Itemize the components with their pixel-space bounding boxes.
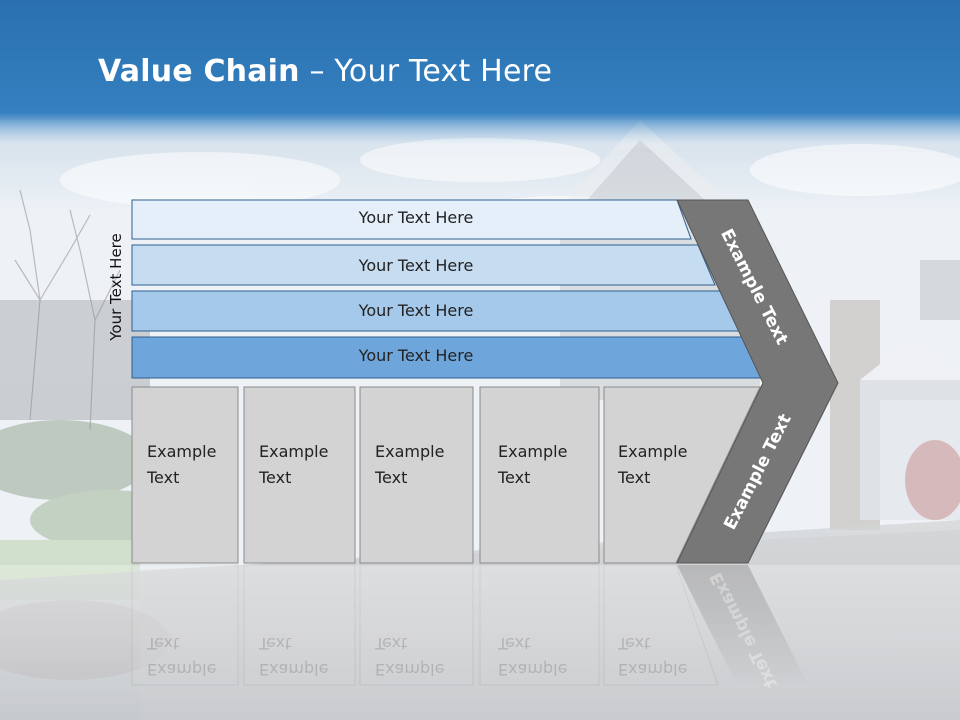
column-label-1: Example Text [147, 442, 217, 487]
column-box-4 [479, 386, 600, 564]
row-bar-2 [131, 244, 716, 286]
row-bar-1 [131, 199, 692, 240]
column-box-3 [359, 386, 474, 564]
row-label-4: Your Text Here [358, 346, 474, 365]
slide-title: Value Chain – Your Text Here [98, 54, 552, 89]
row-label-2: Your Text Here [358, 256, 474, 275]
column-reflection-1: Example Text [147, 634, 217, 679]
column-box-5 [603, 386, 761, 564]
column-reflection-3: Example Text [375, 634, 445, 679]
row-label-1: Your Text Here [358, 208, 474, 227]
column-box-1 [131, 386, 239, 564]
slide-title-rest: – Your Text Here [299, 54, 553, 89]
column-label-3: Example Text [375, 442, 445, 487]
column-label-5: Example Text [618, 442, 688, 487]
column-reflection-2: Example Text [259, 634, 329, 679]
column-box-2 [243, 386, 356, 564]
column-label-2: Example Text [259, 442, 329, 487]
row-label-3: Your Text Here [358, 301, 474, 320]
column-reflection-5: Example Text [618, 634, 688, 679]
column-reflection-4: Example Text [498, 634, 568, 679]
slide-title-bold: Value Chain [98, 54, 300, 89]
column-label-4: Example Text [498, 442, 568, 487]
value-chain-arrow [676, 199, 839, 564]
side-label: Your Text Here [107, 233, 125, 341]
